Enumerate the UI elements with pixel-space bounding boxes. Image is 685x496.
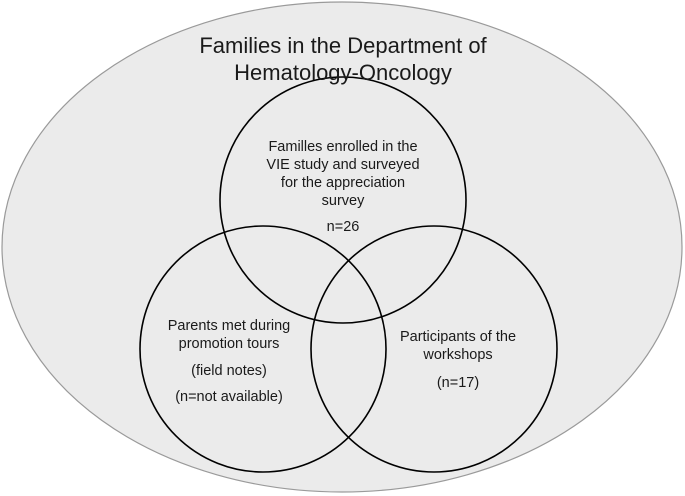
right-circle-label-line-2: workshops <box>422 347 492 363</box>
circle-workshop-participants <box>310 225 558 473</box>
left-circle-count: (n=not available) <box>175 389 283 405</box>
right-circle-label-line-1: Participants of the <box>400 329 516 345</box>
top-circle-count: n=26 <box>327 219 360 235</box>
outer-title-line-2: Hematology-Oncology <box>234 60 452 85</box>
outer-title-line-1: Families in the Department of <box>199 33 487 58</box>
top-circle-label-line-3: for the appreciation <box>281 175 405 191</box>
circle-enrolled-families <box>219 76 467 324</box>
right-circle-count: (n=17) <box>437 375 479 391</box>
left-circle-label-line-1: Parents met during <box>168 318 291 334</box>
top-circle-label-line-2: VIE study and surveyed <box>266 157 419 173</box>
top-circle-label-line-1: Familles enrolled in the <box>268 139 417 155</box>
left-circle-note: (field notes) <box>191 363 267 379</box>
top-circle-label-line-4: survey <box>322 193 365 209</box>
left-circle-label-line-2: promotion tours <box>179 336 280 352</box>
circle-promotion-tours <box>139 225 387 473</box>
